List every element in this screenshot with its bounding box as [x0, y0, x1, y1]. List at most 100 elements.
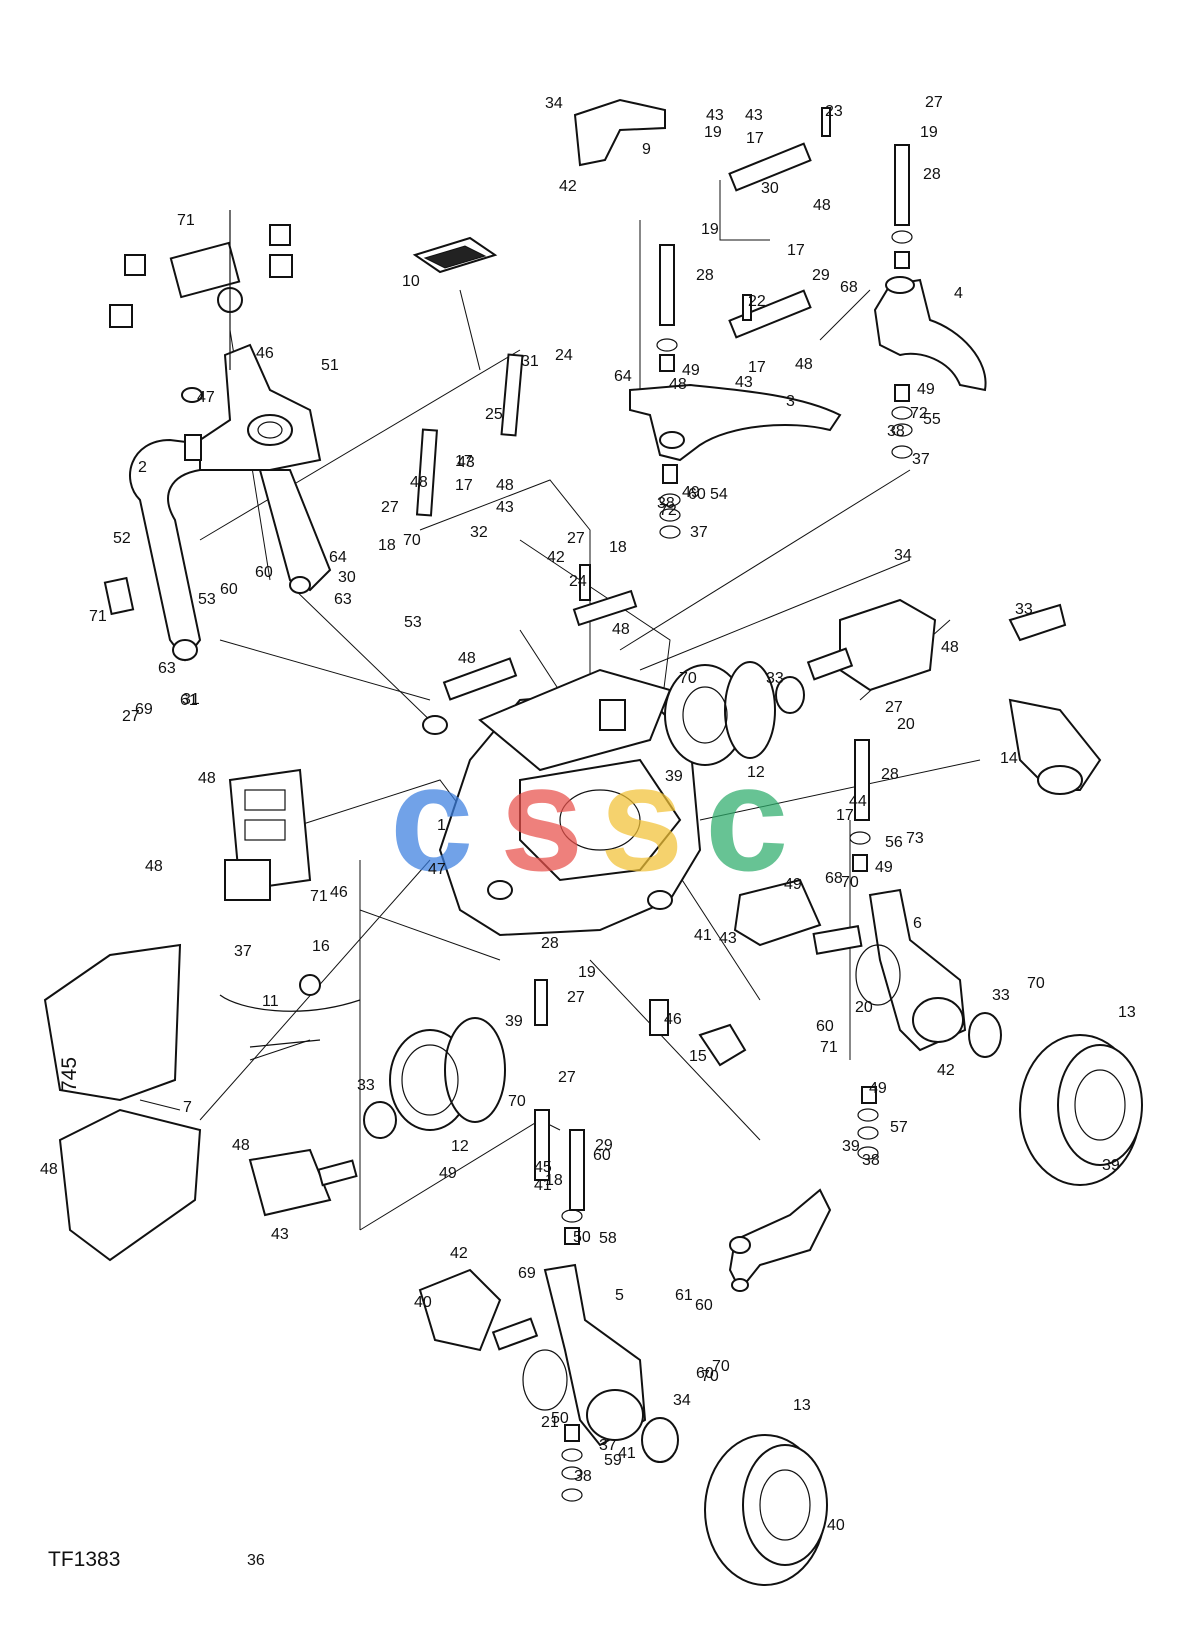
callout-49: 49	[869, 1080, 887, 1097]
callout-46: 46	[330, 884, 348, 901]
callout-48: 48	[145, 858, 163, 875]
callout-30: 30	[338, 569, 356, 586]
wheel-lower	[704, 1434, 828, 1586]
callout-49: 49	[875, 859, 893, 876]
callout-51: 51	[321, 357, 339, 374]
callout-31: 31	[182, 691, 200, 708]
callout-17: 17	[746, 130, 764, 147]
callout-70: 70	[841, 874, 859, 891]
callout-48: 48	[232, 1137, 250, 1154]
callout-49: 49	[682, 362, 700, 379]
callout-31: 31	[521, 353, 539, 370]
callout-70: 70	[701, 1368, 719, 1385]
callout-37: 37	[690, 524, 708, 541]
callout-44: 44	[849, 793, 867, 810]
callout-24: 24	[555, 347, 573, 364]
callout-27: 27	[567, 989, 585, 1006]
callout-52: 52	[113, 530, 131, 547]
callout-46: 46	[256, 345, 274, 362]
callout-48: 48	[813, 197, 831, 214]
callout-19: 19	[578, 964, 596, 981]
callout-42: 42	[547, 549, 565, 566]
callout-2: 2	[138, 459, 147, 476]
callout-60: 60	[688, 486, 706, 503]
decal-745: 745	[58, 1057, 81, 1092]
callout-39: 39	[665, 768, 683, 785]
callout-14: 14	[1000, 750, 1018, 767]
callout-64: 64	[329, 549, 347, 566]
callout-10: 10	[402, 273, 420, 290]
callout-43: 43	[719, 930, 737, 947]
callout-17: 17	[787, 242, 805, 259]
callout-50: 50	[551, 1410, 569, 1427]
drum-upper	[664, 661, 776, 766]
callout-72: 72	[910, 405, 928, 422]
callout-33: 33	[1015, 601, 1033, 618]
callout-41: 41	[618, 1445, 636, 1462]
callout-23: 23	[825, 103, 843, 120]
callout-43: 43	[457, 454, 475, 471]
callout-47: 47	[197, 389, 215, 406]
callout-38: 38	[657, 495, 675, 512]
pins-28	[534, 144, 910, 1211]
rings-20	[522, 944, 901, 1411]
callout-72: 72	[659, 502, 677, 519]
part-59-bracket	[109, 210, 293, 370]
callout-60: 60	[816, 1018, 834, 1035]
callout-68: 68	[825, 870, 843, 887]
callout-19: 19	[701, 221, 719, 238]
callout-6: 6	[913, 915, 922, 932]
watermark-letter-2: s	[500, 734, 583, 902]
callout-71: 71	[310, 888, 328, 905]
callout-40: 40	[827, 1517, 845, 1534]
part-10-block	[412, 236, 498, 274]
callout-34: 34	[673, 1392, 691, 1409]
callout-21: 21	[541, 1414, 559, 1431]
callout-70: 70	[1027, 975, 1045, 992]
callout-28: 28	[541, 935, 559, 952]
callout-17: 17	[748, 359, 766, 376]
callout-9: 9	[642, 141, 651, 158]
wheel-right	[1019, 1034, 1143, 1186]
callout-60: 60	[696, 1365, 714, 1382]
callout-27: 27	[925, 94, 943, 111]
callout-27: 27	[885, 699, 903, 716]
callout-30: 30	[761, 180, 779, 197]
callout-39: 39	[505, 1013, 523, 1030]
callout-37: 37	[234, 943, 252, 960]
callout-labels: 1234567910111212131314151617171717171718…	[40, 94, 1136, 1569]
callout-48: 48	[410, 474, 428, 491]
callout-17: 17	[455, 453, 473, 470]
callout-48: 48	[198, 770, 216, 787]
callout-17: 17	[836, 807, 854, 824]
callout-27: 27	[122, 708, 140, 725]
callout-19: 19	[920, 124, 938, 141]
callout-42: 42	[559, 178, 577, 195]
callout-18: 18	[609, 539, 627, 556]
hubs	[363, 676, 1002, 1463]
callout-64: 64	[614, 368, 632, 385]
callout-24: 24	[569, 573, 587, 590]
cylinders	[415, 142, 812, 735]
callout-27: 27	[381, 499, 399, 516]
callout-39: 39	[842, 1138, 860, 1155]
drum-lower	[389, 1017, 506, 1131]
callout-40: 40	[414, 1294, 432, 1311]
callout-43: 43	[706, 107, 724, 124]
callout-49: 49	[784, 876, 802, 893]
callout-60: 60	[695, 1297, 713, 1314]
callout-25: 25	[485, 406, 503, 423]
part-2-arm	[103, 343, 332, 662]
callout-68: 68	[840, 279, 858, 296]
callout-37: 37	[599, 1437, 617, 1454]
callout-41: 41	[694, 927, 712, 944]
callout-63: 63	[334, 591, 352, 608]
callout-12: 12	[747, 764, 765, 781]
callout-58: 58	[599, 1230, 617, 1247]
callout-61: 61	[675, 1287, 693, 1304]
callout-56: 56	[885, 834, 903, 851]
callout-18: 18	[545, 1172, 563, 1189]
callout-33: 33	[766, 670, 784, 687]
callout-38: 38	[574, 1468, 592, 1485]
